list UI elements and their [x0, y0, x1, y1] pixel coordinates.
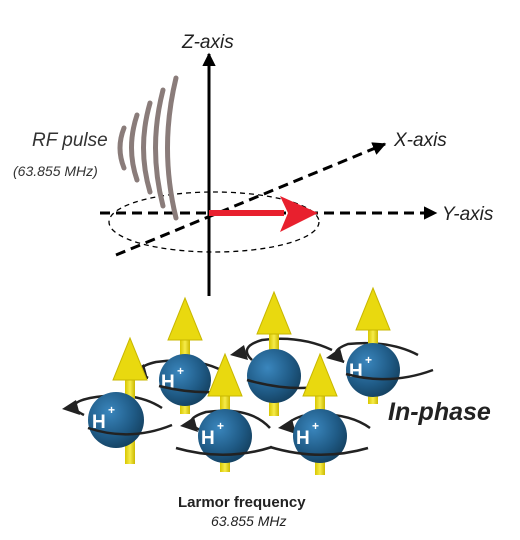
proton-charge: +: [312, 419, 319, 433]
y-axis-label: Y-axis: [442, 204, 494, 225]
rf-pulse: RF pulse (63.855 MHz): [13, 75, 179, 221]
proton: H +: [62, 336, 173, 464]
svg-text:+: +: [108, 403, 115, 417]
x-axis-label: X-axis: [393, 130, 447, 151]
z-axis-label: Z-axis: [181, 32, 234, 53]
spin-arrow-icon: [167, 296, 203, 341]
rf-wave-icon: [117, 75, 179, 221]
larmor-frequency-title: Larmor frequency: [178, 494, 306, 511]
rf-pulse-frequency: (63.855 MHz): [13, 163, 98, 179]
svg-text:+: +: [312, 419, 319, 433]
proton-charge: +: [217, 419, 224, 433]
magnetization-vector: [209, 196, 318, 232]
svg-text:H: H: [349, 361, 363, 382]
larmor-frequency-value: 63.855 MHz: [211, 513, 286, 529]
precession-ellipse: [108, 191, 320, 253]
proton: H +: [269, 352, 371, 475]
coordinate-system: Z-axis X-axis Y-axis: [100, 32, 494, 296]
svg-text:+: +: [365, 353, 372, 367]
spin-arrow-icon: [207, 352, 243, 397]
spin-arrow-icon: [302, 352, 338, 397]
spin-arrow-icon: [256, 290, 292, 335]
rf-pulse-label: RF pulse: [32, 130, 108, 151]
proton-symbol: H: [201, 428, 215, 449]
spin-arrow-icon: [355, 286, 391, 331]
spin-arrow-icon: [112, 336, 148, 381]
proton-charge: +: [108, 403, 115, 417]
proton-group: H + H + H +: [62, 286, 434, 475]
svg-text:H: H: [201, 428, 215, 449]
svg-text:H: H: [92, 412, 106, 433]
proton-charge: +: [365, 353, 372, 367]
x-axis-line: [115, 142, 387, 257]
proton: [230, 290, 333, 416]
proton-symbol: H: [296, 428, 310, 449]
svg-text:+: +: [177, 364, 184, 378]
in-phase-label: In-phase: [388, 398, 491, 426]
svg-text:H: H: [296, 428, 310, 449]
proton-symbol: H: [349, 361, 363, 382]
proton-charge: +: [177, 364, 184, 378]
proton-symbol: H: [92, 412, 106, 433]
proton: H +: [326, 286, 434, 404]
proton: H +: [175, 352, 273, 472]
rotation-arrow-icon: [245, 337, 333, 361]
svg-text:+: +: [217, 419, 224, 433]
